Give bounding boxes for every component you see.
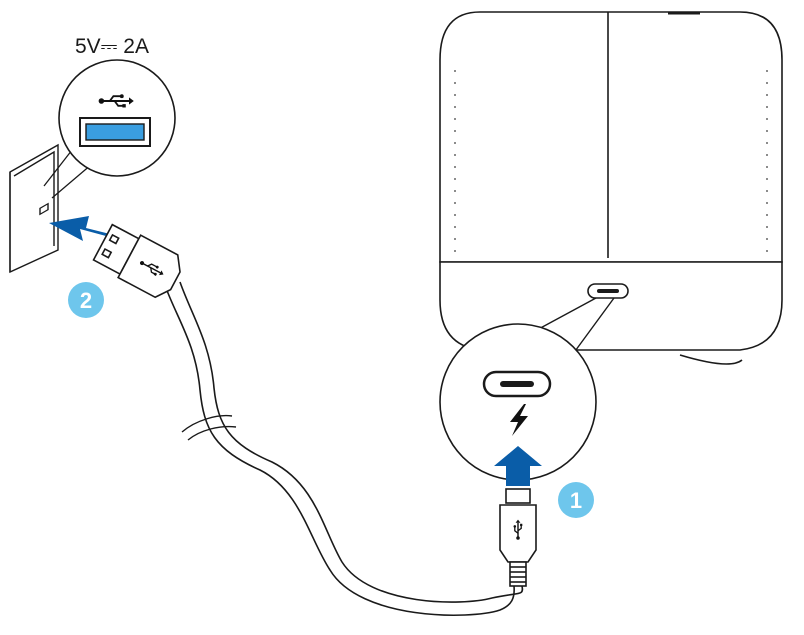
step-2-badge: 2	[68, 282, 104, 318]
insert-arrow-1	[494, 446, 542, 486]
usb-a-plug	[92, 223, 181, 299]
step-1-badge: 1	[558, 482, 594, 518]
step-1-number: 1	[570, 488, 582, 513]
device	[439, 11, 783, 365]
wall-socket	[9, 143, 59, 274]
lightning-bolt-icon	[510, 404, 528, 436]
power-spec-label: 5V⎓ 2A	[75, 35, 149, 58]
cable	[165, 281, 524, 616]
usb-symbol-icon	[98, 94, 134, 108]
insert-arrow-2	[49, 216, 110, 241]
socket-leader	[43, 149, 93, 199]
usb-c-callout	[439, 323, 597, 481]
step-2-number: 2	[80, 288, 92, 313]
usb-a-callout	[58, 59, 176, 177]
